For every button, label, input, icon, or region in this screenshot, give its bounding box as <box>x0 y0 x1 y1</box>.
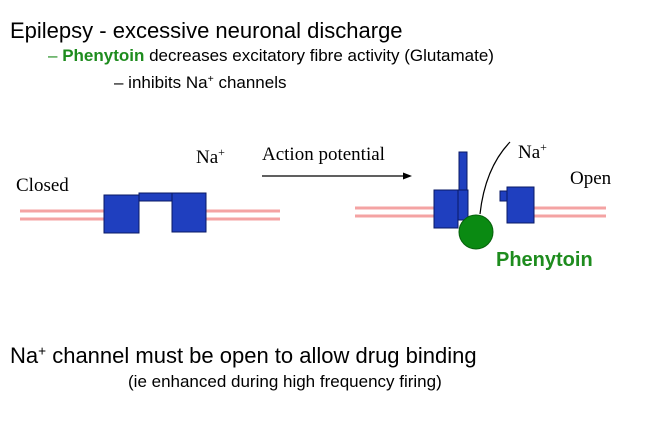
sodium-ion-right: Na+ <box>518 140 547 163</box>
action-potential-label: Action potential <box>262 144 385 165</box>
bullet-dash: – <box>48 46 58 65</box>
bullet-text: decreases excitatory fibre activity (Glu… <box>144 46 494 65</box>
transition-arrow <box>262 172 412 180</box>
conclusion-superscript: + <box>38 343 47 359</box>
bullet-phenytoin: – Phenytoin decreases excitatory fibre a… <box>48 46 494 66</box>
drug-name-highlight: Phenytoin <box>62 46 145 65</box>
ion-path-curve <box>479 141 511 215</box>
slide-title: Epilepsy - excessive neuronal discharge <box>10 18 403 43</box>
conclusion-note: (ie enhanced during high frequency firin… <box>128 372 442 391</box>
closed-membrane <box>20 209 280 221</box>
sodium-ion-left: Na+ <box>196 145 225 168</box>
closed-label: Closed <box>16 175 69 196</box>
phenytoin-label: Phenytoin <box>496 249 593 271</box>
conclusion-statement: Na+ channel must be open to allow drug b… <box>10 343 477 369</box>
sub-bullet-superscript: + <box>207 73 214 86</box>
open-label: Open <box>570 168 612 189</box>
closed-channel <box>103 192 207 234</box>
open-membrane <box>355 206 606 218</box>
open-channel <box>433 151 535 229</box>
conclusion-prefix: Na <box>10 343 39 368</box>
sub-bullet-na-channels: – inhibits Na+ channels <box>114 73 287 93</box>
conclusion-suffix: channel must be open to allow drug bindi… <box>46 343 477 368</box>
sub-bullet-prefix: – inhibits Na <box>114 73 208 92</box>
phenytoin-molecule-icon <box>458 214 494 250</box>
sub-bullet-suffix: channels <box>213 73 287 92</box>
